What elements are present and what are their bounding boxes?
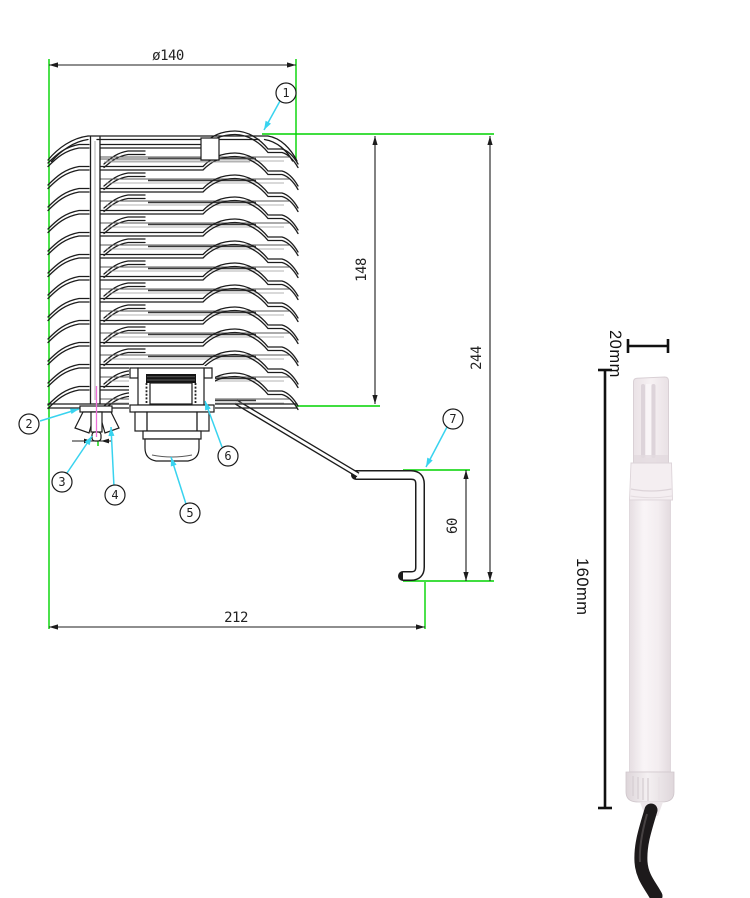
dim-top-diameter: ø140 [49,48,296,68]
callout-4: 4 [104,484,126,506]
shield-top-cap [47,135,298,163]
dim-overall-height-label: 244 [469,346,485,370]
tip-slot [651,384,656,458]
callout-2: 2 [18,413,40,435]
gland-flange [129,404,215,413]
callout-5-number: 5 [186,506,193,520]
wing-right [98,411,120,434]
gland-nut [134,411,210,432]
dim-160mm: 160mm [573,368,612,810]
callout-balloons: 1 2 3 4 5 6 7 [18,82,464,524]
callout-leader-arrows [70,120,433,467]
dim-overall-height: 244 [469,136,493,581]
gland-dome [144,438,200,462]
dim-160mm-label: 160mm [573,558,591,616]
dim-bracket-drop-label: 60 [445,518,461,534]
dim-shield-height-label: 148 [354,258,370,282]
dim-overall-width-label: 212 [224,610,248,626]
callout-7-number: 7 [449,412,456,426]
cable-gland [129,366,215,463]
callout-1-number: 1 [282,86,289,100]
callout-4-number: 4 [111,488,118,502]
callout-1: 1 [275,82,297,104]
wing-nut-assembly [72,386,120,444]
callout-7: 7 [442,408,464,430]
cap-notch [200,137,220,161]
dim-20mm: 20mm [606,330,670,378]
dim-shield-height: 148 [354,136,378,404]
probe-photo: 20mm 160mm [573,330,675,898]
mounting-bracket [234,399,425,581]
callout-3: 3 [51,471,73,493]
probe-collar [629,462,673,501]
callout-6: 6 [217,445,239,467]
probe-tip [633,376,669,464]
dim-bracket-drop: 60 [445,470,469,581]
callout-6-number: 6 [224,449,231,463]
extension-lines [48,59,494,629]
callout-5: 5 [179,502,201,524]
callout-2-number: 2 [25,417,32,431]
dim-20mm-label: 20mm [606,330,624,378]
center-rod [89,136,101,405]
probe-body [629,499,671,773]
dim-overall-width: 212 [49,610,425,630]
probe-end-cap [625,771,675,816]
thread-band [146,374,196,383]
dim-top-diameter-label: ø140 [152,48,184,64]
callout-3-number: 3 [58,475,65,489]
tip-slot [641,384,645,458]
probe-cable [634,803,663,898]
